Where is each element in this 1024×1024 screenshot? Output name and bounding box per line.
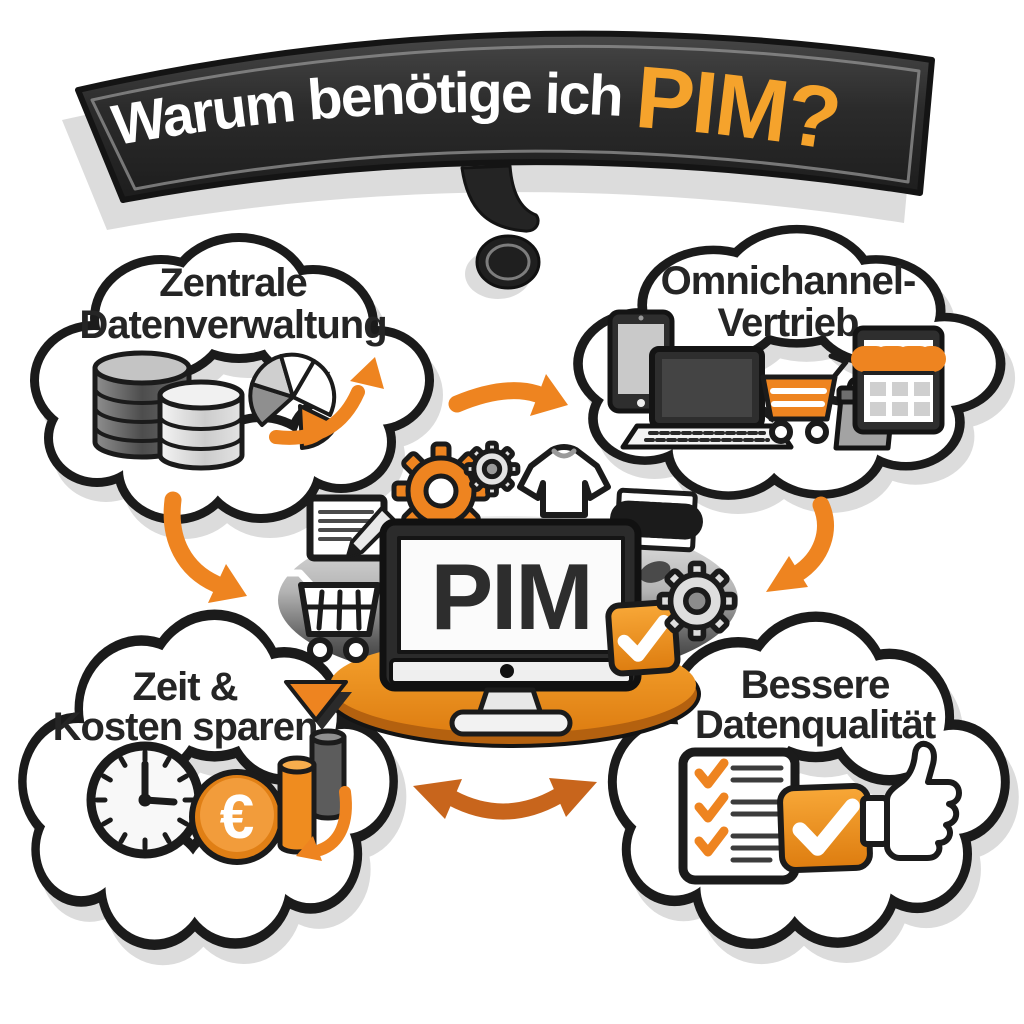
- pim-screen-label: PIM: [430, 544, 591, 649]
- arrow-topleft-to-center: [163, 491, 247, 603]
- center-pim: PIM: [283, 440, 738, 737]
- cloud-title-line2: Vertrieb: [718, 301, 859, 345]
- down-arrow-icon: [296, 786, 352, 861]
- banner-inner-highlight: [90, 44, 921, 191]
- cloud-title-line1: Omnichannel-: [661, 259, 916, 303]
- arrow-topright-to-bottomright: [766, 496, 834, 592]
- shopping-cart-icon: [760, 353, 849, 444]
- cloud-title-line2: Kosten sparen: [53, 705, 318, 749]
- arrow-center-to-topright: [448, 374, 568, 416]
- cloud-title-line1: Zentrale: [159, 261, 307, 305]
- arrow-bottom-double: [413, 778, 597, 820]
- storefront-tablet-icon: [851, 325, 946, 435]
- banner-pim-text: PIM?: [632, 47, 846, 169]
- ink-splat: [639, 561, 671, 583]
- speech-dot-ring: [485, 243, 531, 281]
- shopping-cart-icon: [283, 569, 381, 663]
- euro-coin-icon: €: [189, 769, 285, 865]
- cloud-bottom-right: Bessere Datenqualität: [678, 663, 962, 885]
- database-icon: [157, 379, 245, 471]
- check-square-icon: [777, 782, 873, 874]
- cloud-top-left: Zentrale Datenverwaltung: [79, 261, 388, 471]
- small-gear-icon: [463, 440, 521, 498]
- cloud-title-line1: Bessere: [741, 663, 890, 707]
- cloud-title-line2: Datenverwaltung: [79, 303, 386, 347]
- right-gear-icon: [656, 560, 738, 642]
- cloud-top-right: Omnichannel- Vertrieb: [607, 259, 946, 451]
- clock-icon: [86, 741, 204, 859]
- declining-bars-icon: [277, 728, 352, 861]
- thumbs-up-icon: [860, 740, 962, 861]
- cloud-title-line1: Zeit &: [132, 665, 237, 709]
- cloud-bottom-left: Zeit & Kosten sparen €: [53, 665, 352, 865]
- speech-tail: [460, 164, 540, 233]
- growth-arrow-icon: [269, 357, 384, 445]
- speech-banner: Warum benötige ich PIM?: [62, 30, 935, 299]
- check-badge-icon: [605, 599, 681, 677]
- laptop-icon: [620, 346, 794, 450]
- euro-symbol: €: [220, 783, 254, 852]
- monitor-base: [449, 709, 573, 737]
- camera-dot: [500, 664, 514, 678]
- down-arrowhead-icon: [284, 680, 352, 730]
- cloud-title-line2: Datenqualität: [695, 703, 936, 747]
- tshirt-icon: [517, 444, 611, 518]
